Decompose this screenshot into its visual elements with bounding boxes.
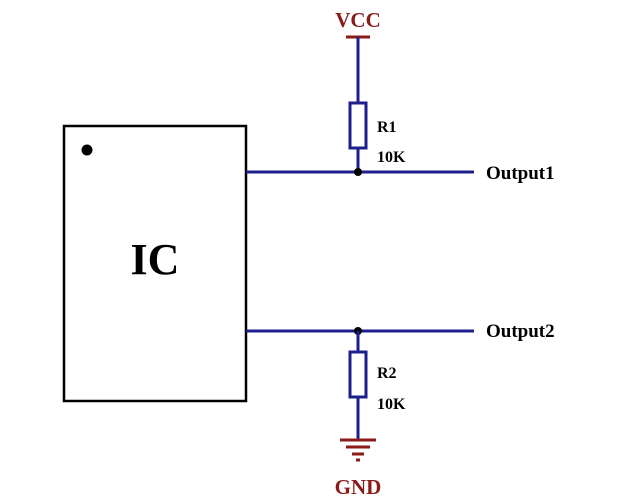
r2-ref-label: R2 bbox=[377, 365, 397, 382]
r1-ref-label: R1 bbox=[377, 119, 397, 136]
gnd-label: GND bbox=[335, 475, 382, 499]
r2-value-label: 10K bbox=[377, 396, 406, 413]
ic-label: IC bbox=[131, 235, 180, 284]
r1-value-label: 10K bbox=[377, 149, 406, 166]
output1-junction-dot bbox=[354, 168, 362, 176]
output1-label: Output1 bbox=[486, 163, 555, 184]
resistor-r1 bbox=[348, 101, 368, 150]
resistor-r2 bbox=[348, 350, 368, 399]
output2-label: Output2 bbox=[486, 321, 555, 342]
ground-symbol bbox=[340, 438, 376, 462]
pin1-indicator-dot bbox=[81, 144, 93, 156]
vcc-label: VCC bbox=[335, 8, 381, 32]
ic-chip bbox=[62, 124, 248, 403]
